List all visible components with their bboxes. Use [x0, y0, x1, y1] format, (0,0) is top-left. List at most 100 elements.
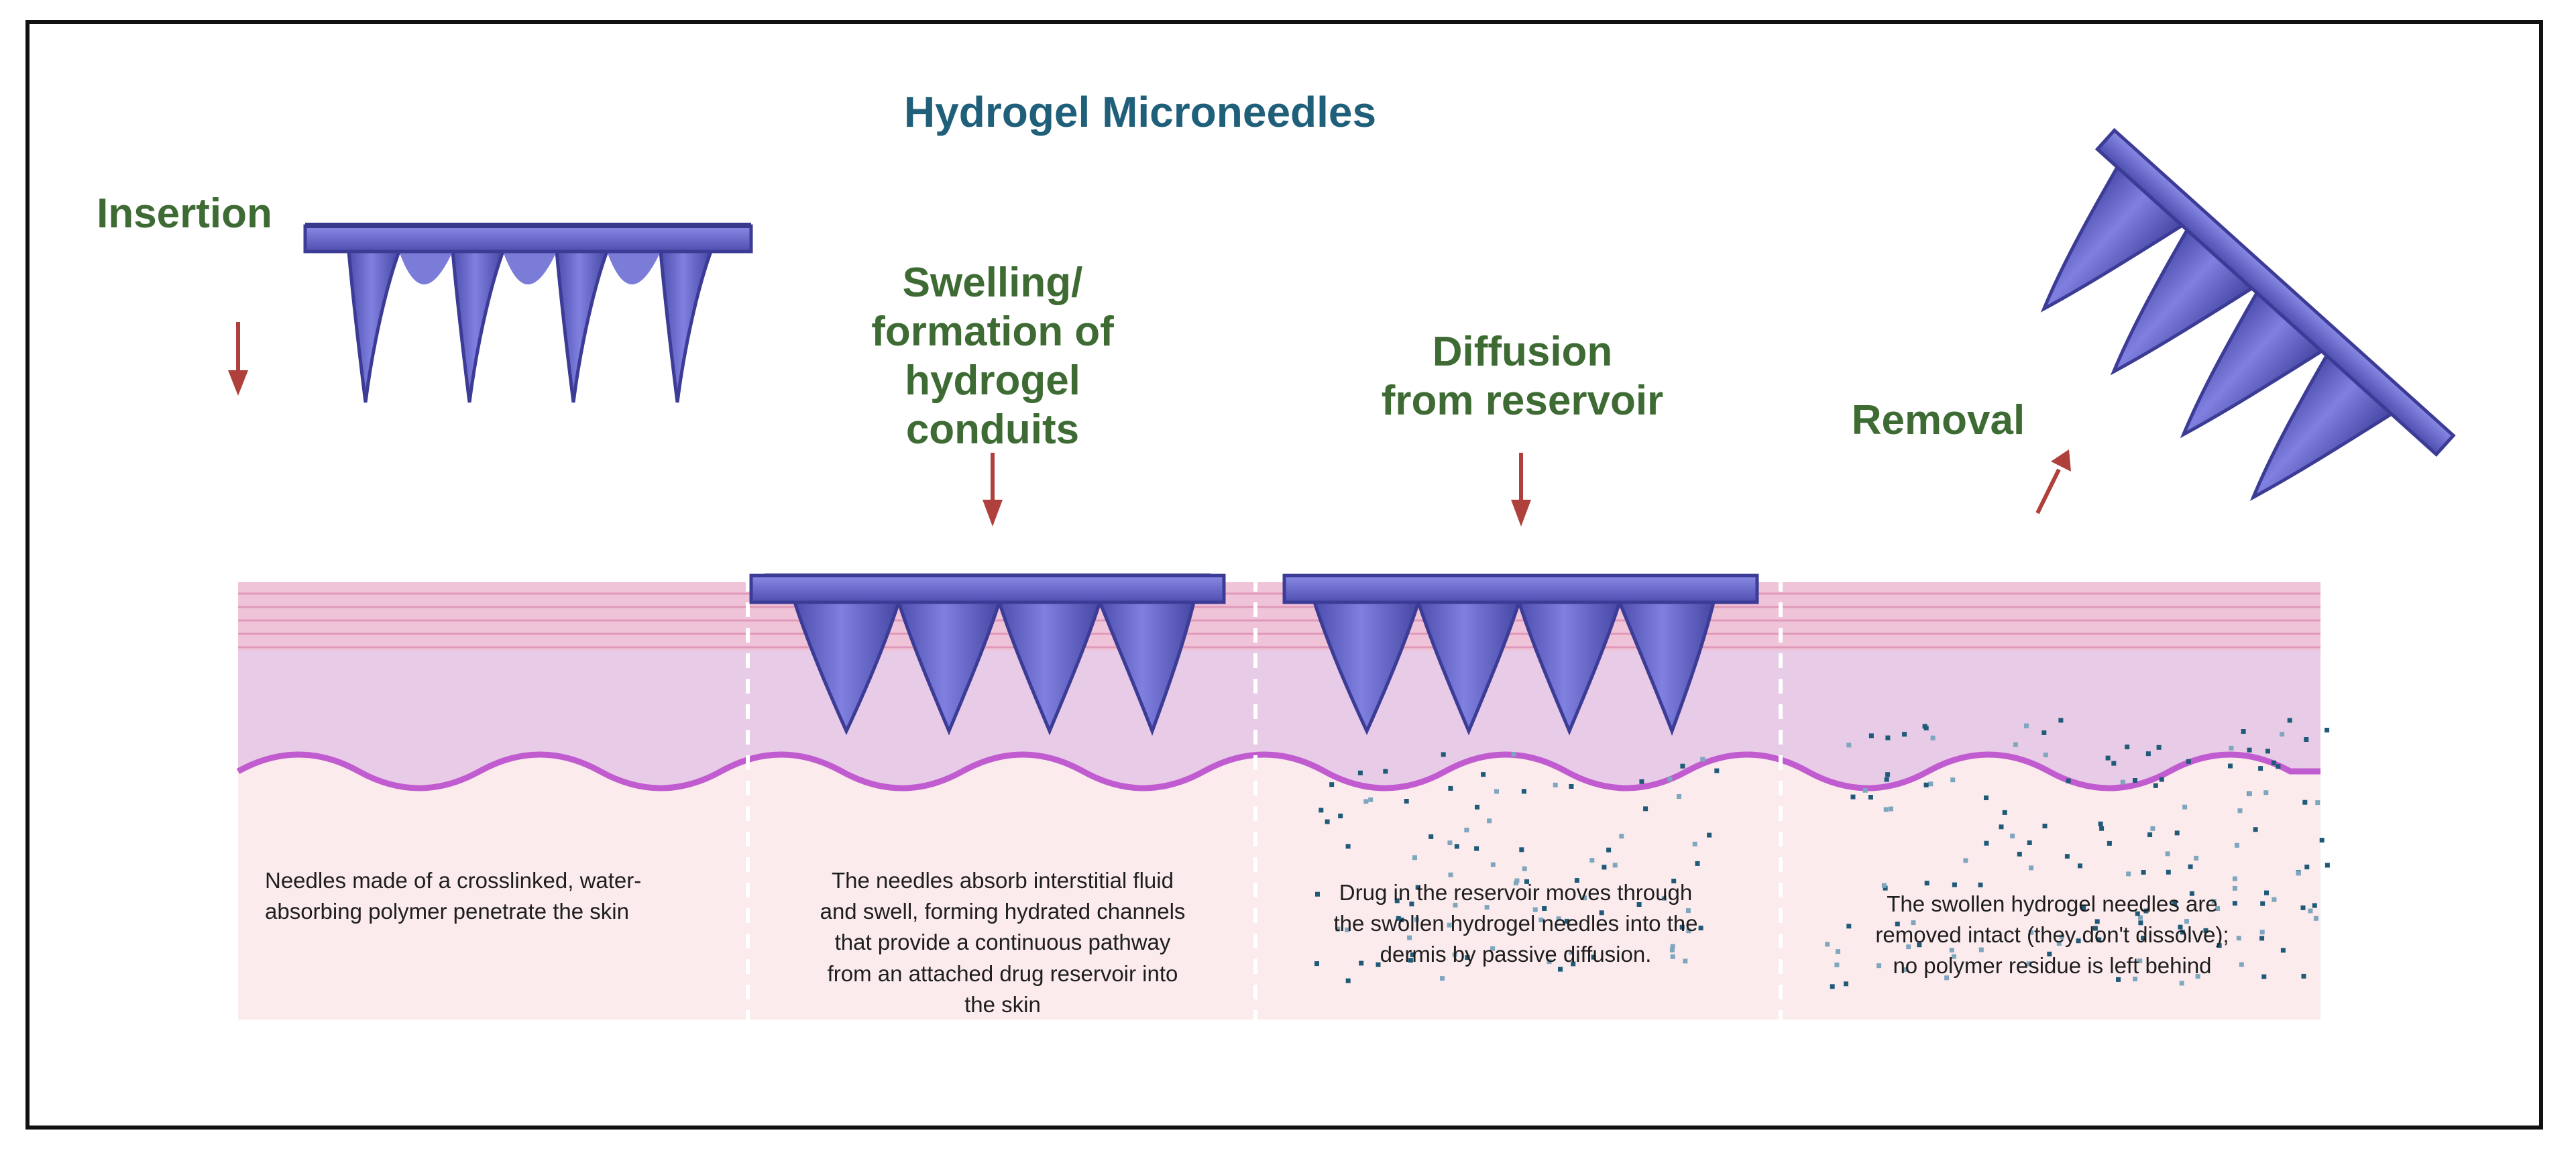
- drug-particle: [2180, 930, 2185, 935]
- drug-particle: [1522, 866, 1527, 871]
- down-arrow-diffusion: [1511, 453, 1531, 527]
- drug-particle: [2280, 732, 2285, 737]
- drug-particle: [1338, 814, 1343, 818]
- drug-particle: [2027, 840, 2032, 845]
- drug-particle: [2264, 890, 2269, 895]
- drug-particle: [2066, 778, 2071, 783]
- drug-particle: [2153, 783, 2158, 788]
- drug-particle: [1885, 735, 1891, 740]
- label-line: from reservoir: [1381, 378, 1664, 425]
- drug-particle: [2141, 870, 2146, 875]
- drug-particle: [1368, 797, 1374, 802]
- drug-particle: [1602, 865, 1607, 870]
- drug-particle: [2178, 924, 2183, 930]
- drug-particle: [1599, 910, 1604, 916]
- skin-section: [236, 577, 2320, 1020]
- caption-insertion: Needles made of a crosslinked, water-abs…: [265, 868, 642, 924]
- drug-particle: [2235, 842, 2239, 848]
- drug-particle: [1677, 794, 1681, 799]
- drug-particle: [1448, 785, 1453, 791]
- drug-particle: [2239, 962, 2244, 967]
- drug-particle: [1868, 795, 1873, 800]
- drug-particle: [2041, 730, 2047, 735]
- drug-particle: [1978, 882, 1983, 887]
- drug-particle: [1862, 787, 1868, 793]
- drug-particle: [1490, 862, 1496, 867]
- drug-particle: [1685, 908, 1691, 914]
- drug-particle: [2263, 790, 2269, 795]
- drug-particle: [1571, 961, 1576, 967]
- drug-particle: [2013, 742, 2018, 747]
- figure-frame: [25, 20, 2543, 1130]
- drug-particle: [1671, 879, 1677, 883]
- drug-particle: [1441, 752, 1446, 757]
- drug-particle: [1363, 799, 1369, 804]
- caption-line: The needles absorb interstitial fluid: [832, 868, 1174, 893]
- drug-particle: [2120, 779, 2125, 785]
- drug-particle: [2156, 745, 2162, 750]
- drug-particle: [1329, 782, 1335, 787]
- drug-particle: [1547, 959, 1552, 965]
- caption-line: no polymer residue is left behind: [1893, 953, 2212, 979]
- drug-particle: [1319, 808, 1324, 813]
- drug-particle: [2315, 800, 2320, 806]
- drug-particle: [1569, 950, 1574, 955]
- drug-particle: [1591, 954, 1596, 960]
- drug-particle: [1911, 920, 1916, 926]
- drug-particle: [2143, 908, 2149, 914]
- drug-particle: [1415, 885, 1420, 890]
- drug-particle: [1830, 984, 1835, 989]
- drug-particle: [2319, 838, 2325, 843]
- drug-particle: [2179, 981, 2184, 986]
- drug-particle: [2260, 901, 2265, 906]
- drug-particle: [2099, 826, 2105, 831]
- drug-particle: [1670, 954, 1675, 959]
- drug-particle: [1963, 858, 1968, 863]
- drug-particle: [2276, 764, 2281, 769]
- drug-particle: [2141, 936, 2146, 941]
- drug-particle: [2182, 804, 2188, 810]
- drug-particle: [1917, 942, 1922, 948]
- drug-particle: [2228, 763, 2233, 769]
- drug-particle: [1452, 952, 1457, 958]
- drug-particle: [1569, 784, 1574, 789]
- drug-particle: [2300, 905, 2306, 910]
- drug-particle: [1978, 947, 1984, 952]
- drug-particle: [2287, 718, 2292, 723]
- drug-particle: [1487, 818, 1492, 824]
- drug-particle: [1930, 735, 1936, 740]
- drug-particle: [2165, 851, 2170, 857]
- drug-particle: [1315, 891, 1320, 897]
- drug-particle: [2138, 920, 2143, 926]
- drug-particle: [2145, 751, 2151, 757]
- microneedle-array-insertion: [303, 223, 753, 403]
- drug-particle: [2026, 961, 2031, 967]
- drug-particle: [1950, 777, 1956, 783]
- drug-particle: [2325, 863, 2330, 868]
- drug-particle: [2174, 830, 2180, 836]
- drug-particle: [2203, 928, 2208, 933]
- drug-particle: [2135, 911, 2140, 916]
- drug-particle: [1453, 902, 1458, 908]
- drug-particle: [1923, 782, 1929, 787]
- drug-particle: [1680, 763, 1685, 769]
- drug-particle: [1394, 898, 1400, 903]
- drug-particle: [1465, 955, 1470, 960]
- drug-particle: [1407, 935, 1412, 940]
- drug-particle: [1670, 944, 1675, 949]
- stage-label-swelling: Swelling/ formation of hydrogel conduits: [852, 258, 1133, 455]
- drug-particle: [1481, 772, 1486, 777]
- drug-particle: [1553, 782, 1558, 787]
- drug-particle: [2247, 747, 2252, 753]
- drug-particle: [1883, 807, 1889, 812]
- label-line: formation of: [871, 309, 1114, 355]
- drug-particle: [2159, 777, 2164, 782]
- drug-particle: [2253, 827, 2258, 832]
- drug-particle: [2211, 899, 2217, 904]
- drug-particle: [1345, 978, 1351, 983]
- drug-particle: [2236, 936, 2241, 941]
- drug-particle: [1582, 895, 1587, 901]
- drug-particle: [1484, 905, 1490, 910]
- drug-particle: [2094, 919, 2100, 924]
- stage-label-diffusion: Diffusion from reservoir: [1335, 327, 1710, 425]
